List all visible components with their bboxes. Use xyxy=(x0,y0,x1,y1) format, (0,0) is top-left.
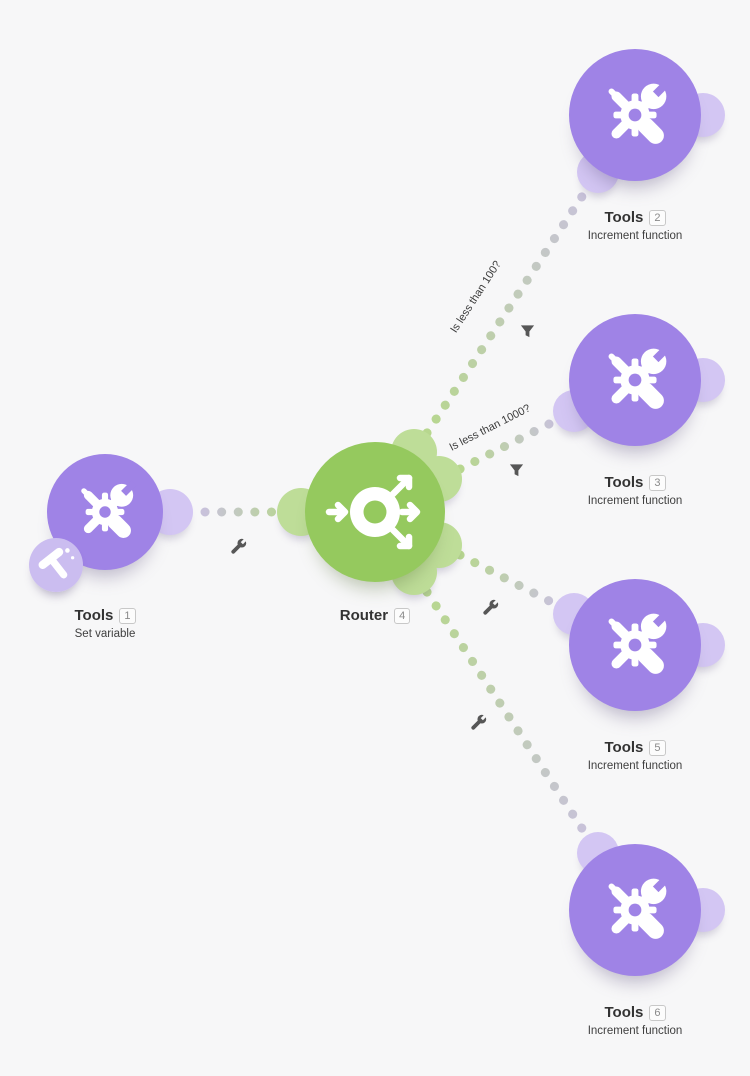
wrench-icon[interactable] xyxy=(229,537,248,556)
node-subtitle: Increment function xyxy=(587,230,683,242)
node-title[interactable]: Tools xyxy=(604,209,644,226)
tools-icon xyxy=(586,331,684,429)
node-tools-5[interactable] xyxy=(569,579,701,711)
tools-icon xyxy=(586,861,684,959)
filter-condition-label[interactable]: Is less than 100? xyxy=(448,258,504,336)
node-number-badge: 1 xyxy=(119,607,136,624)
node-title[interactable]: Router xyxy=(339,607,389,624)
filter-funnel-icon[interactable] xyxy=(508,462,525,479)
node-label-tools2: Tools 2 Increment function xyxy=(525,209,745,242)
node-label-tools5: Tools 5 Increment function xyxy=(525,739,745,772)
tools-icon xyxy=(586,66,684,164)
node-subtitle: Increment function xyxy=(587,495,683,507)
node-number-badge: 3 xyxy=(649,474,666,491)
node-title[interactable]: Tools xyxy=(604,739,644,756)
node-label-tools1: Tools 1 Set variable xyxy=(0,607,215,640)
node-tools-6[interactable] xyxy=(569,844,701,976)
node-title[interactable]: Tools xyxy=(604,1004,644,1021)
node-title[interactable]: Tools xyxy=(604,474,644,491)
node-tools-3[interactable] xyxy=(569,314,701,446)
node-subtitle: Increment function xyxy=(587,1025,683,1037)
node-number-badge: 2 xyxy=(649,209,666,226)
tools-icon xyxy=(586,596,684,694)
connection-router-tools5 xyxy=(455,550,560,609)
node-router-4[interactable] xyxy=(305,442,445,582)
node-label-tools3: Tools 3 Increment function xyxy=(525,474,745,507)
wrench-icon[interactable] xyxy=(469,713,488,732)
set-variable-badge[interactable] xyxy=(29,538,83,592)
node-label-router: Router 4 xyxy=(265,607,485,624)
filter-funnel-icon[interactable] xyxy=(519,323,536,340)
node-title[interactable]: Tools xyxy=(74,607,114,624)
node-number-badge: 4 xyxy=(394,607,411,624)
filter-condition-label[interactable]: Is less than 1000? xyxy=(447,402,533,454)
set-variable-tool-icon xyxy=(29,538,83,592)
node-label-tools6: Tools 6 Increment function xyxy=(525,1004,745,1037)
node-number-badge: 5 xyxy=(649,739,666,756)
node-number-badge: 6 xyxy=(649,1004,666,1021)
node-tools-2[interactable] xyxy=(569,49,701,181)
node-subtitle: Set variable xyxy=(74,628,136,640)
router-arrows-icon xyxy=(325,474,421,550)
node-subtitle: Increment function xyxy=(587,760,683,772)
